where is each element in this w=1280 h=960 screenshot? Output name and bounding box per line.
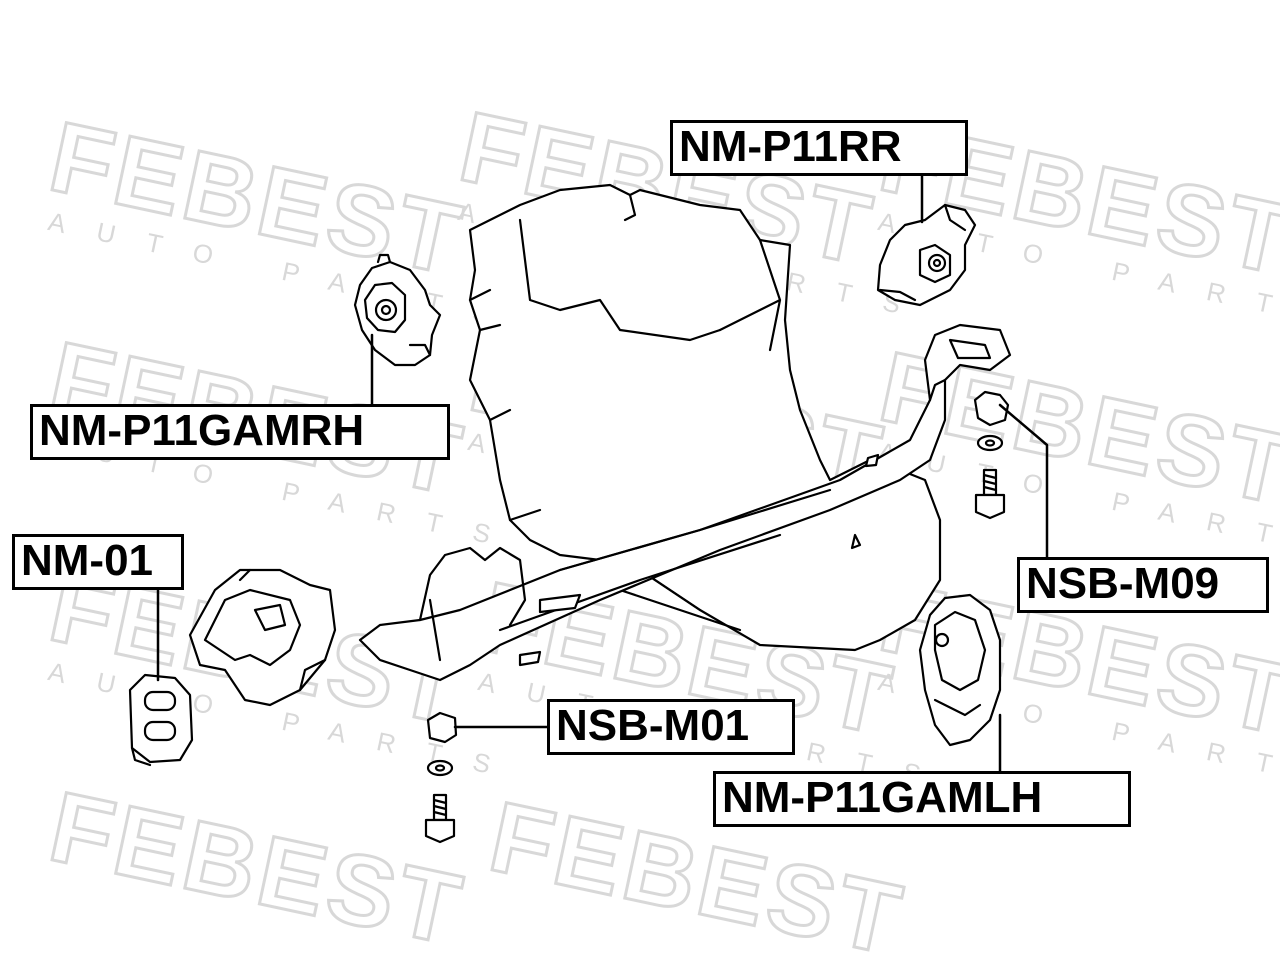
watermark-brand: FEBEST: [41, 770, 474, 960]
part-label-rear-mount[interactable]: NM-P11RR: [670, 120, 968, 176]
part-label-front-bolt-kit[interactable]: NSB-M01: [547, 699, 795, 755]
front-bolt-kit-part: [424, 711, 458, 844]
subframe: [358, 323, 1012, 682]
part-label-left-mount[interactable]: NM-P11GAMLH: [713, 771, 1131, 827]
part-label-right-mount[interactable]: NM-P11GAMRH: [30, 404, 450, 460]
rear-bolt-kit-part: [973, 390, 1010, 520]
rubber-hanger-part: [128, 673, 194, 767]
bracket-part: [188, 568, 337, 707]
right-mount-part: [353, 253, 442, 367]
part-label-bracket[interactable]: NM-01: [12, 534, 184, 590]
part-label-rear-bolt-kit[interactable]: NSB-M09: [1017, 557, 1269, 613]
watermark-10: FEBEST: [39, 769, 475, 960]
rear-mount-part: [876, 203, 977, 307]
left-mount-part: [918, 593, 1002, 747]
leader-lines: [156, 173, 1049, 774]
engine-block: [468, 183, 942, 652]
leader-rear-bolt: [998, 403, 1049, 560]
